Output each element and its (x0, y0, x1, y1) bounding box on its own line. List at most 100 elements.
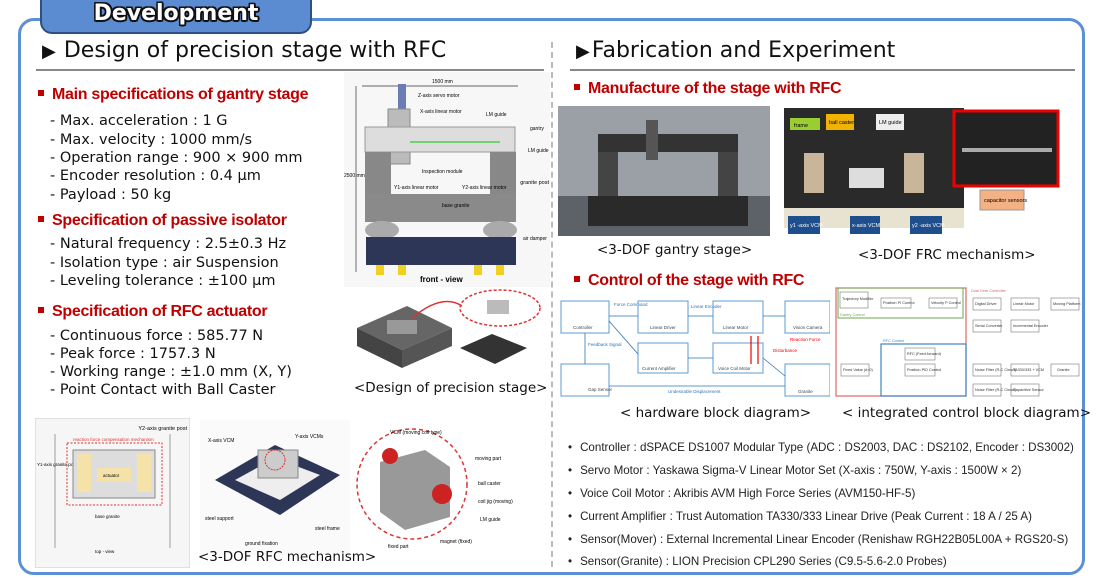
svg-text:Digital Driver: Digital Driver (975, 302, 997, 306)
right-heading: ▶Fabrication and Experiment (576, 38, 895, 63)
stage-caption: <Design of precision stage> (354, 380, 548, 396)
spec-bullet: •Voice Coil Motor : Akribis AVM High For… (568, 487, 916, 500)
svg-text:Capacitive Sensor: Capacitive Sensor (1013, 388, 1045, 392)
section-tab: Development (40, 0, 312, 34)
triangle-icon: ▶ (42, 41, 56, 62)
svg-text:RFC Control: RFC Control (883, 339, 904, 343)
svg-text:Y-axis VCMs: Y-axis VCMs (295, 434, 324, 440)
svg-text:top - view: top - view (95, 549, 115, 554)
gantry-photo (558, 106, 770, 236)
svg-text:Noise Filter (R-C Circuit): Noise Filter (R-C Circuit) (975, 388, 1017, 392)
svg-text:moving part: moving part (475, 456, 502, 462)
front-view-drawing: 1500 mm 2500 mm Z-axis servo motor X-axi… (344, 72, 550, 287)
svg-text:fixed part: fixed part (388, 544, 409, 550)
svg-text:steel support: steel support (205, 516, 234, 522)
spec-item: - Payload : 50 kg (50, 187, 172, 203)
svg-text:Incremental Encoder: Incremental Encoder (1013, 324, 1049, 328)
svg-text:Current Amplifier: Current Amplifier (642, 366, 676, 371)
svg-text:Position PI Control: Position PI Control (883, 301, 915, 305)
svg-text:Y2-axis linear motor: Y2-axis linear motor (462, 185, 507, 191)
svg-text:ball caster: ball caster (829, 120, 854, 126)
svg-text:magnet (fixed): magnet (fixed) (440, 539, 472, 545)
svg-text:Z-axis servo motor: Z-axis servo motor (418, 93, 460, 99)
spec-item: - Encoder resolution : 0.4 µm (50, 168, 261, 184)
spec-bullet: •Sensor(Granite) : LION Precision CPL290… (568, 555, 947, 568)
svg-text:Serial Converter: Serial Converter (975, 324, 1003, 328)
spec-item: - Natural frequency : 2.5±0.3 Hz (50, 236, 287, 252)
spec-item: - Working range : ±1.0 mm (X, Y) (50, 364, 292, 380)
svg-text:Fixed Value (d=0): Fixed Value (d=0) (843, 368, 874, 372)
left-heading: ▶ Design of precision stage with RFC (42, 38, 446, 63)
svg-text:Feedback Signal: Feedback Signal (588, 342, 622, 347)
svg-text:Velocity P Control: Velocity P Control (931, 301, 961, 305)
svg-text:TA330/333 + VCM: TA330/333 + VCM (1013, 368, 1044, 372)
svg-text:coil jig (moving): coil jig (moving) (478, 499, 513, 505)
left-heading-text: Design of precision stage with RFC (63, 38, 447, 63)
svg-text:Noise Filter (R-C Circuit): Noise Filter (R-C Circuit) (975, 368, 1017, 372)
svg-text:Y2-axis granite post: Y2-axis granite post (138, 426, 187, 432)
section-title-rfc: Specification of RFC actuator (38, 303, 268, 321)
svg-text:Granite: Granite (798, 389, 813, 394)
section-title-isolator: Specification of passive isolator (38, 212, 287, 230)
gantry-caption: <3-DOF gantry stage> (597, 242, 753, 258)
right-heading-rule (570, 69, 1075, 71)
svg-text:base granite: base granite (95, 514, 120, 519)
svg-text:y2 -axis VCM: y2 -axis VCM (912, 223, 945, 229)
spec-bullet: •Current Amplifier : Trust Automation TA… (568, 510, 1033, 523)
ctrl-caption: < integrated control block diagram> (842, 405, 1092, 421)
svg-text:Vision Camera: Vision Camera (793, 325, 823, 330)
svg-text:Force Command: Force Command (614, 302, 648, 307)
svg-text:Dual Gear Controller: Dual Gear Controller (971, 289, 1007, 293)
spec-item: - Isolation type : air Suspension (50, 255, 279, 271)
svg-text:ground fixation: ground fixation (245, 541, 278, 547)
svg-text:2500 mm: 2500 mm (344, 173, 365, 179)
svg-text:Granite: Granite (1057, 368, 1069, 372)
svg-text:Inspection module: Inspection module (422, 169, 463, 175)
hw-caption: < hardware block diagram> (620, 405, 812, 421)
spec-item: - Leveling tolerance : ±100 µm (50, 273, 276, 289)
triangle-icon: ▶ (576, 41, 590, 62)
svg-text:front - view: front - view (420, 275, 463, 284)
svg-text:X-axis VCM: X-axis VCM (208, 438, 234, 444)
section-title-gantry: Main specifications of gantry stage (38, 86, 309, 104)
svg-text:Gantry Control: Gantry Control (840, 313, 865, 317)
svg-text:frame: frame (794, 123, 808, 129)
top-view-drawing: Y1-axis granite post Y2-axis granite post… (35, 418, 190, 568)
svg-text:base granite: base granite (442, 203, 470, 209)
svg-text:Linear Motor: Linear Motor (1013, 302, 1035, 306)
svg-text:x-axis VCM: x-axis VCM (852, 223, 881, 229)
left-heading-rule (36, 69, 544, 71)
svg-text:1500 mm: 1500 mm (432, 79, 453, 85)
svg-text:Y1-axis granite post: Y1-axis granite post (37, 462, 78, 467)
spec-item: - Point Contact with Ball Caster (50, 382, 276, 398)
frc-photo: frame ball caster LM guide y1 -axis VCM … (784, 108, 1060, 234)
svg-text:X-axis linear motor: X-axis linear motor (420, 109, 462, 115)
svg-text:capacitor sensors: capacitor sensors (984, 198, 1027, 204)
svg-text:RFC (Feed-forward): RFC (Feed-forward) (907, 352, 942, 356)
svg-text:granite post: granite post (520, 180, 549, 186)
spec-bullet: •Sensor(Mover) : External Incremental Li… (568, 533, 1069, 546)
spec-item: - Max. velocity : 1000 mm/s (50, 132, 253, 148)
control-block-diagram: Dual Gear Controller Trajectory Modifier… (835, 287, 1080, 397)
svg-text:LM guide: LM guide (480, 517, 501, 523)
svg-text:actuator: actuator (103, 473, 120, 478)
manufacture-title: Manufacture of the stage with RFC (574, 80, 842, 98)
svg-text:Moving Platform: Moving Platform (1053, 302, 1080, 306)
spec-item: - Peak force : 1757.3 N (50, 346, 216, 362)
spec-item: - Max. acceleration : 1 G (50, 113, 228, 129)
column-divider (551, 42, 553, 567)
svg-text:Undesirable Displacement: Undesirable Displacement (668, 389, 721, 394)
svg-text:y1 -axis VCM: y1 -axis VCM (790, 223, 823, 229)
right-heading-text: Fabrication and Experiment (591, 38, 896, 63)
svg-text:ball caster: ball caster (478, 481, 501, 487)
svg-text:Reaction Force: Reaction Force (790, 337, 821, 342)
control-title: Control of the stage with RFC (574, 272, 804, 290)
svg-text:Linear Encoder: Linear Encoder (691, 304, 722, 309)
rfc-caption: <3-DOF RFC mechanism> (198, 549, 377, 565)
svg-text:LM guide: LM guide (528, 148, 549, 154)
svg-text:Y1-axis linear motor: Y1-axis linear motor (394, 185, 439, 191)
svg-text:Position PID Control: Position PID Control (907, 368, 941, 372)
svg-text:VCM (moving coil type): VCM (moving coil type) (390, 430, 442, 436)
svg-text:Controller: Controller (573, 325, 593, 330)
